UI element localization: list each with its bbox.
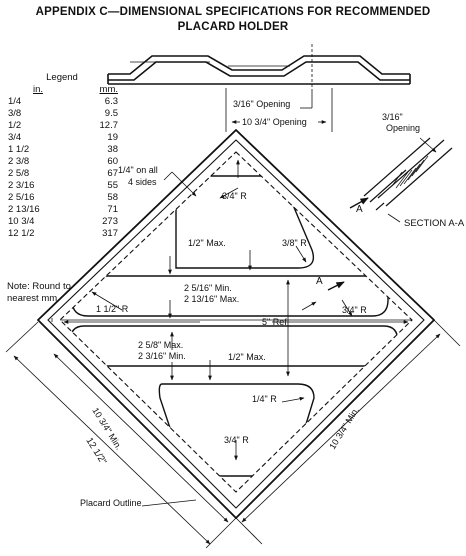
legend-col-in: in. — [32, 84, 44, 95]
five-ref: 5" Ref — [262, 317, 287, 327]
radius-3-4-top: 3/4" R — [222, 191, 247, 201]
half-max-top: 1/2" Max. — [188, 238, 226, 248]
legend-row: 1 1/2 38 — [6, 144, 118, 156]
legend-millimeters: 38 — [107, 144, 118, 155]
min-2-3-16: 2 3/16" Min. — [138, 351, 186, 361]
section-opening-word: Opening — [386, 123, 420, 133]
legend-inches: 3/8 — [8, 108, 22, 119]
legend-inches: 1/2 — [8, 120, 22, 131]
radius-3-4-right: 3/4" R — [342, 305, 367, 315]
dim-12-1-2: 12 1/2" — [83, 436, 108, 467]
section-arrows — [327, 197, 369, 291]
legend-millimeters: 71 — [107, 204, 118, 215]
opening-3-16-label: 3/16" Opening — [233, 99, 290, 109]
legend-inches: 2 5/16 — [8, 192, 35, 203]
legend-millimeters: 273 — [102, 216, 118, 227]
section-mark-a-right: A — [316, 276, 323, 287]
legend-inches: 2 3/8 — [8, 156, 30, 167]
legend-row: 2 3/8 60 — [6, 156, 118, 168]
legend-row: 3/4 19 — [6, 132, 118, 144]
legend-inches: 2 13/16 — [8, 204, 40, 215]
legend-millimeters: 55 — [107, 180, 118, 191]
legend-inches: 10 3/4 — [8, 216, 35, 227]
legend-row: 12 1/2 317 — [6, 228, 118, 240]
radius-3-4-bottom: 3/4" R — [224, 435, 249, 445]
legend-inches: 12 1/2 — [8, 228, 35, 239]
max-2-13-16: 2 13/16" Max. — [184, 294, 239, 304]
legend-col-mm: mm. — [99, 84, 118, 95]
legend-row: 2 5/8 67 — [6, 168, 118, 180]
legend-millimeters: 58 — [107, 192, 118, 203]
max-2-5-8: 2 5/8" Max. — [138, 340, 183, 350]
section-a-a-detail — [363, 137, 453, 211]
min-2-5-16: 2 5/16" Min. — [184, 283, 232, 293]
legend-millimeters: 67 — [107, 168, 118, 179]
legend-millimeters: 19 — [107, 132, 118, 143]
legend-millimeters: 317 — [102, 228, 118, 239]
legend-millimeters: 60 — [107, 156, 118, 167]
title-line-1: APPENDIX C—DIMENSIONAL SPECIFICATIONS FO… — [35, 6, 431, 18]
legend-millimeters: 9.5 — [104, 108, 118, 119]
quarter-all-sides-2: 4 sides — [128, 177, 157, 187]
legend-row: 3/8 9.5 — [6, 108, 118, 120]
section-a-a-label: SECTION A-A — [404, 218, 465, 229]
section-opening-value: 3/16" — [382, 112, 403, 122]
legend-inches: 2 3/16 — [8, 180, 35, 191]
legend-inches: 1 1/2 — [8, 144, 30, 155]
legend-row: 2 5/16 58 — [6, 192, 118, 204]
half-max-bottom: 1/2" Max. — [228, 352, 266, 362]
holder-profile — [107, 55, 411, 85]
legend-row: 1/2 12.7 — [6, 120, 118, 132]
quarter-all-sides-1: 1/4" on all — [118, 165, 158, 175]
radius-1-1-2: 1 1/2" R — [96, 304, 129, 314]
legend-row: 1/4 6.3 — [6, 96, 118, 108]
legend-heading: Legend — [46, 72, 78, 83]
legend-row: 10 3/4 273 — [6, 216, 118, 228]
placard-outline-label: Placard Outline — [80, 498, 142, 508]
legend-inches: 3/4 — [8, 132, 22, 143]
legend-row: 2 3/16 55 — [6, 180, 118, 192]
title-line-2: PLACARD HOLDER — [177, 21, 289, 33]
opening-10-3-4-label: 10 3/4" Opening — [242, 117, 307, 127]
legend-note: Note: Round to nearest mm. — [7, 281, 71, 304]
legend-millimeters: 12.7 — [99, 120, 119, 131]
legend-inches: 2 5/8 — [8, 168, 30, 179]
legend-inches: 1/4 — [8, 96, 22, 107]
legend-row: 2 13/16 71 — [6, 204, 118, 216]
legend-millimeters: 6.3 — [104, 96, 118, 107]
section-mark-a-top: A — [356, 204, 363, 215]
radius-3-8: 3/8" R — [282, 238, 307, 248]
radius-1-4: 1/4" R — [252, 394, 277, 404]
